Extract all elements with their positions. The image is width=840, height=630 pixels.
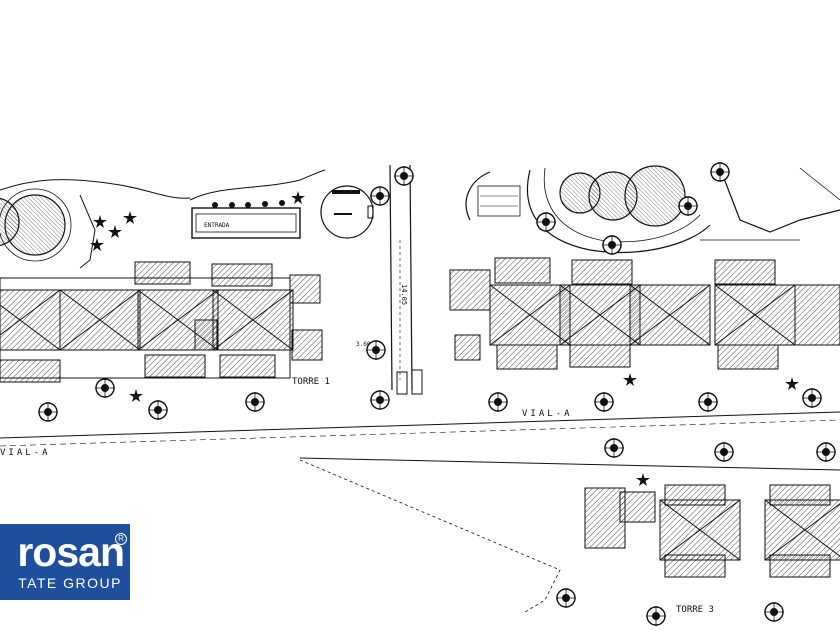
pool-area-left [0,179,191,269]
logo-tagline: TATE GROUP [18,575,122,591]
svg-text:VIAL-A: VIAL-A [0,448,51,458]
svg-text:TORRE 1: TORRE 1 [292,377,330,387]
svg-text:3.60: 3.60 [356,341,371,348]
upper-right-building [449,257,840,413]
logo-wordmark: rosan [17,529,125,575]
svg-text:14.05: 14.05 [400,284,408,305]
torre-1-building: TORRE 1 [0,261,330,423]
svg-text:ENTRADA: ENTRADA [204,222,230,229]
playground [320,185,374,239]
vial-a-road: VIAL-A VIAL-A [0,409,840,613]
torre-3-building: TORRE 3 [555,484,840,627]
access-road: 14.05 3.60 [356,164,423,411]
registered-mark: R [115,533,127,545]
svg-text:VIAL-A: VIAL-A [522,409,573,419]
svg-text:TORRE 3: TORRE 3 [676,605,714,615]
central-plaza [465,161,840,256]
company-logo: rosan R TATE GROUP [0,524,130,600]
entrance-building: ENTRADA [189,169,326,239]
